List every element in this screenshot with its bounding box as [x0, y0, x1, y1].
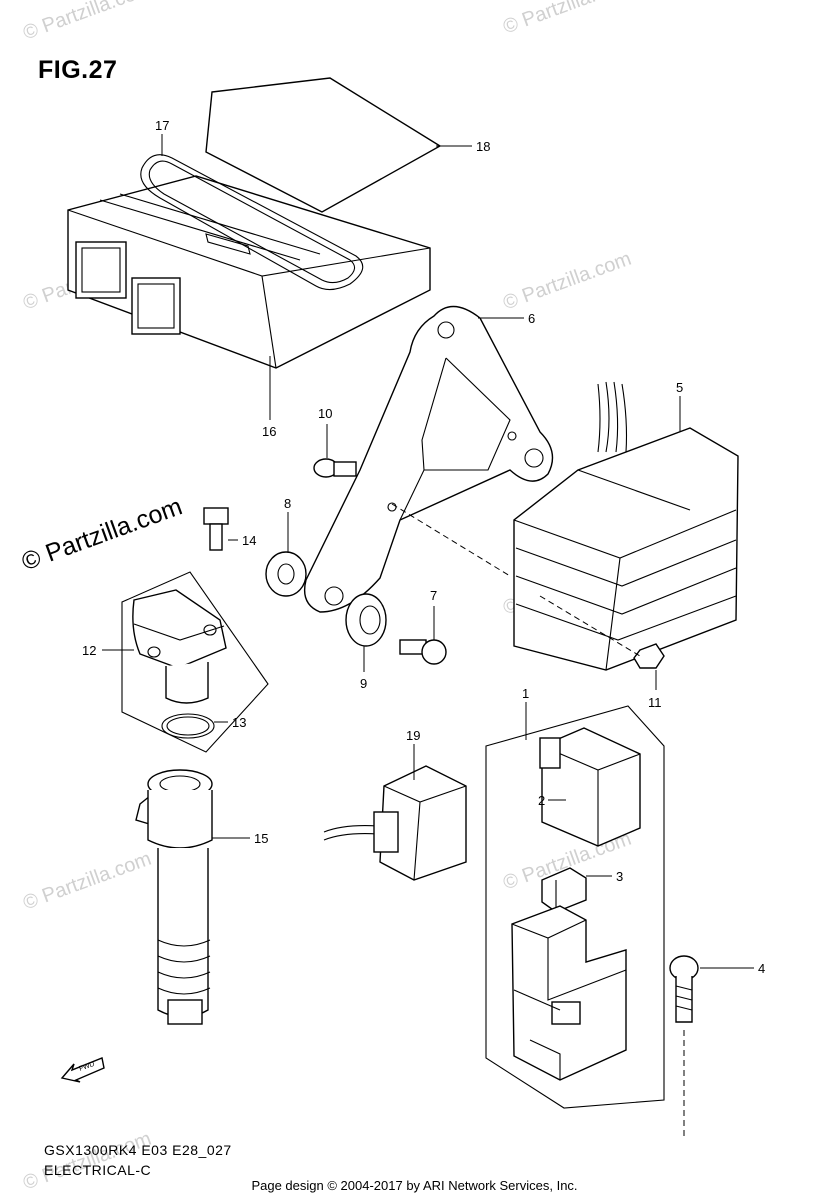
- part-8-collar: [265, 551, 307, 597]
- callout-10: 10: [318, 406, 332, 421]
- callout-2: 2: [538, 793, 545, 808]
- callout-11: 11: [648, 695, 662, 710]
- callout-13: 13: [232, 715, 246, 730]
- kit-box-1: [485, 705, 665, 1109]
- part-15-ignition-coil: [135, 769, 213, 1025]
- callout-19: 19: [406, 728, 420, 743]
- part-5-regulator: [513, 381, 739, 671]
- callout-17: 17: [155, 118, 169, 133]
- kit-box-12-13: [121, 571, 269, 753]
- part-13-o-ring: [161, 713, 215, 739]
- model-code: GSX1300RK4 E03 E28_027: [44, 1142, 232, 1158]
- leader-lines: [102, 134, 754, 969]
- callout-7: 7: [430, 588, 437, 603]
- callout-5: 5: [676, 380, 683, 395]
- callout-1: 1: [522, 686, 529, 701]
- part-14-bolt: [203, 507, 229, 551]
- section-name: ELECTRICAL-C: [44, 1162, 152, 1178]
- callout-6: 6: [528, 311, 535, 326]
- part-10-screw: [313, 458, 357, 478]
- callout-12: 12: [82, 643, 96, 658]
- callout-14: 14: [242, 533, 256, 548]
- part-4-bolt: [669, 955, 699, 1023]
- callout-8: 8: [284, 496, 291, 511]
- part-17-strap: [140, 154, 364, 291]
- callout-15: 15: [254, 831, 268, 846]
- part-11-nut: [633, 643, 665, 669]
- dash-guides: [391, 503, 685, 1136]
- part-6-bracket: [303, 305, 554, 613]
- callout-9: 9: [360, 676, 367, 691]
- callout-labels: 17 18 16 6 5 10 8 14 7 9 11 12 13 15 19 …: [82, 118, 765, 976]
- callout-4: 4: [758, 961, 765, 976]
- part-18-pad: [205, 77, 442, 213]
- part-7-bolt: [399, 639, 447, 665]
- part-9-grommet: [345, 593, 387, 647]
- part-1-relay-box: [511, 905, 627, 1081]
- figure-title: FIG.27: [38, 56, 118, 84]
- fwd-arrow-icon: FWD: [60, 1057, 105, 1083]
- part-2-cover: [539, 727, 641, 847]
- part-19-relay: [323, 765, 467, 881]
- part-16-ecm: [67, 175, 431, 369]
- part-3-fuse: [541, 867, 587, 913]
- callout-16: 16: [262, 424, 276, 439]
- callout-18: 18: [476, 139, 490, 154]
- callout-3: 3: [616, 869, 623, 884]
- part-12-sensor: [132, 589, 227, 704]
- page-footer: Page design © 2004-2017 by ARI Network S…: [251, 1178, 578, 1193]
